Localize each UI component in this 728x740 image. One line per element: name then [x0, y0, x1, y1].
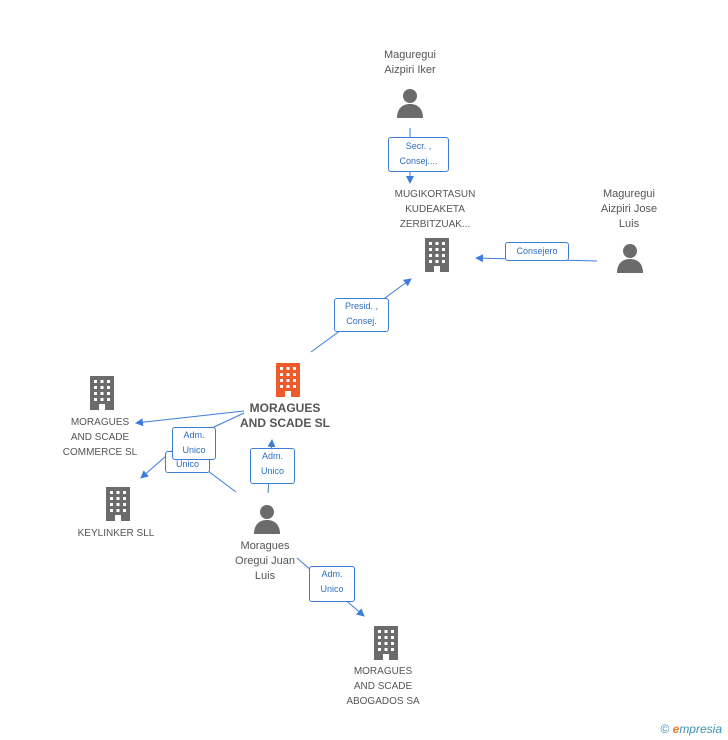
node-label-mugikortasun[interactable]: MUGIKORTASUN KUDEAKETA ZERBITZUAK...: [394, 189, 476, 230]
person-icon: [616, 243, 644, 278]
node-label-moragues-juan[interactable]: Moragues Oregui Juan Luis: [235, 540, 295, 582]
node-label-commerce[interactable]: MORAGUES AND SCADE COMMERCE SL: [62, 417, 138, 458]
building-icon: [88, 376, 116, 415]
relation-label-adm-abogados[interactable]: Adm. Unico: [309, 566, 355, 602]
brand-mark: e: [672, 722, 680, 736]
building-icon: [104, 487, 132, 526]
copyright-icon: ©: [660, 722, 670, 736]
relation-label-presid[interactable]: Presid. , Consej.: [334, 298, 389, 332]
relation-label-consejero[interactable]: Consejero: [505, 242, 569, 261]
node-label-maguregui-iker[interactable]: Maguregui Aizpiri Iker: [384, 49, 436, 76]
node-label-keylinker[interactable]: KEYLINKER SLL: [77, 528, 155, 539]
person-icon: [253, 504, 281, 539]
relation-label-adm-main[interactable]: Adm. Unico: [250, 448, 295, 484]
building-icon-main: [274, 363, 302, 402]
person-icon: [396, 88, 424, 123]
node-label-abogados[interactable]: MORAGUES AND SCADE ABOGADOS SA: [346, 666, 420, 707]
brand-text: mpresia: [679, 722, 722, 736]
edge-main-commerce: [135, 410, 245, 427]
building-icon: [372, 626, 400, 665]
node-label-maguregui-jose[interactable]: Maguregui Aizpiri Jose Luis: [600, 188, 658, 230]
relation-label-adm-commerce[interactable]: Adm. Unico: [172, 427, 216, 460]
node-label-moragues-scade[interactable]: MORAGUES AND SCADE SL: [239, 401, 330, 430]
building-icon: [423, 238, 451, 277]
empresia-logo[interactable]: © empresia: [660, 722, 722, 736]
relation-label-secr[interactable]: Secr. , Consej....: [388, 137, 449, 172]
